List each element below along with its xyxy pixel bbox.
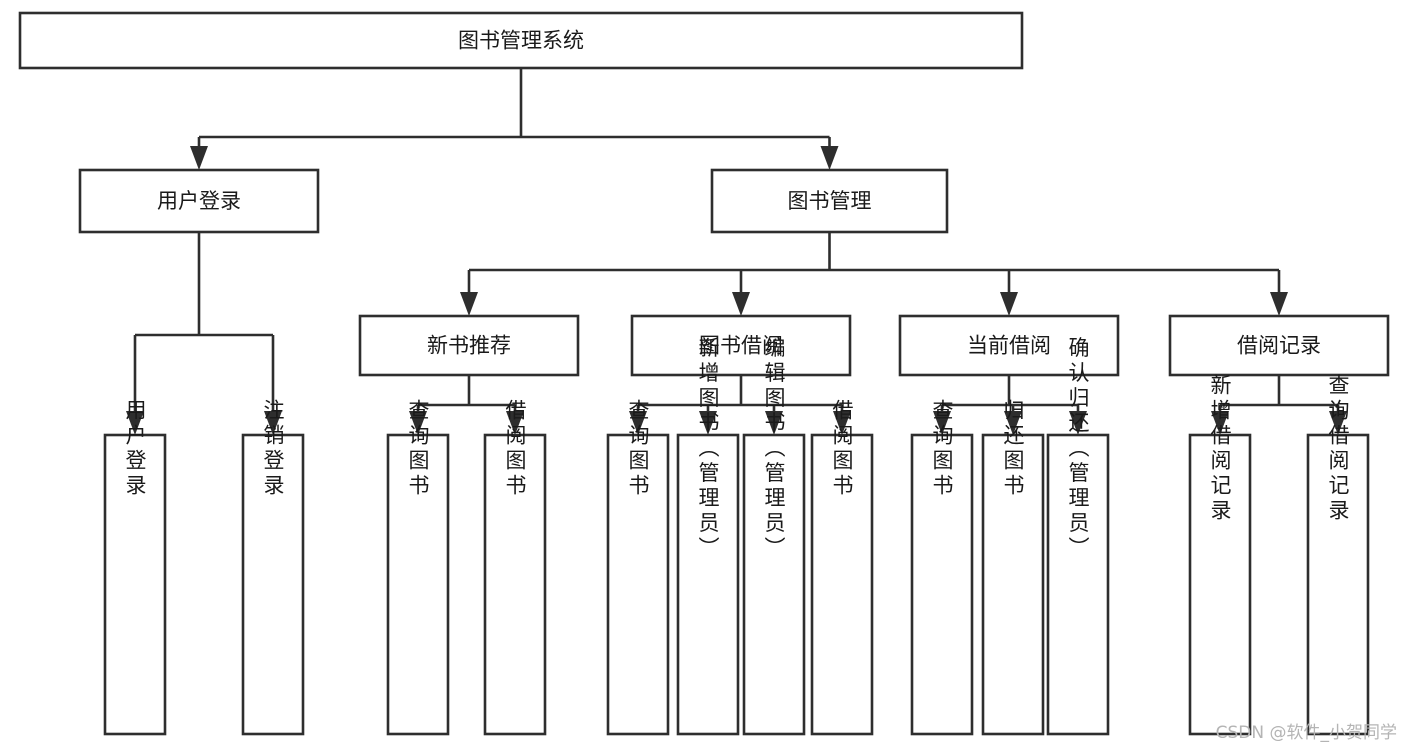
arrow-head-icon	[629, 411, 647, 435]
arrow-head-icon	[1270, 292, 1288, 316]
node-rect[interactable]	[1046, 433, 1110, 736]
arrow-head-icon	[765, 411, 783, 435]
leaf-2-查询图书[interactable]: 查询图书	[386, 399, 450, 736]
node-label: 图书管理	[788, 189, 872, 213]
node-rect[interactable]	[810, 433, 874, 736]
connector-layer	[126, 68, 1347, 435]
leaf-11-新增借阅记录[interactable]: 新增借阅记录	[1188, 374, 1252, 736]
node-rect[interactable]	[606, 433, 670, 736]
leaf-0-用户登录[interactable]: 用户登录	[103, 399, 167, 736]
arrow-head-icon	[833, 411, 851, 435]
node-label: 借阅图书	[503, 399, 527, 499]
node-l3-图书借阅[interactable]: 图书借阅	[630, 314, 852, 377]
node-label: 归还图书	[1001, 399, 1025, 499]
arrow-head-icon	[409, 411, 427, 435]
node-label: 图书管理系统	[458, 29, 584, 53]
node-label: 用户登录	[157, 189, 241, 213]
arrow-head-icon	[933, 411, 951, 435]
node-label: 借阅记录	[1237, 334, 1321, 358]
node-rect[interactable]	[981, 433, 1045, 736]
node-l3-新书推荐[interactable]: 新书推荐	[358, 314, 580, 377]
node-label: 查询图书	[626, 399, 650, 499]
arrow-head-icon	[699, 411, 717, 435]
node-rect[interactable]	[103, 433, 167, 736]
arrow-head-icon	[820, 146, 839, 170]
node-rect[interactable]	[676, 433, 740, 736]
leaf-3-借阅图书[interactable]: 借阅图书	[483, 399, 547, 736]
arrow-head-icon	[1069, 411, 1087, 435]
node-label: 当前借阅	[967, 334, 1051, 358]
leaf-12-查询借阅记录[interactable]: 查询借阅记录	[1306, 374, 1370, 736]
node-rect[interactable]	[241, 433, 305, 736]
leaf-7-借阅图书[interactable]: 借阅图书	[810, 399, 874, 736]
node-label: 注销登录	[261, 399, 285, 499]
node-rect[interactable]	[1306, 433, 1370, 736]
arrow-head-icon	[732, 292, 750, 316]
arrow-head-icon	[264, 411, 282, 435]
node-rect[interactable]	[1188, 433, 1252, 736]
arrow-head-icon	[506, 411, 524, 435]
node-l3-借阅记录[interactable]: 借阅记录	[1168, 314, 1390, 377]
arrow-head-icon	[1211, 411, 1229, 435]
arrow-head-icon	[1329, 411, 1347, 435]
node-label: 借阅图书	[830, 399, 854, 499]
node-l2-图书管理[interactable]: 图书管理	[710, 168, 949, 234]
leaf-8-查询图书[interactable]: 查询图书	[910, 399, 974, 736]
node-label: 查询图书	[406, 399, 430, 499]
node-rect[interactable]	[1168, 314, 1390, 377]
node-label: 新书推荐	[427, 334, 511, 358]
node-root-图书管理系统[interactable]: 图书管理系统	[18, 11, 1024, 70]
leaf-9-归还图书[interactable]: 归还图书	[981, 399, 1045, 736]
node-label: 查询图书	[930, 399, 954, 499]
node-rect[interactable]	[386, 433, 450, 736]
node-rect[interactable]	[742, 433, 806, 736]
node-rect[interactable]	[710, 168, 949, 234]
node-label: 新增图书（管理员）	[696, 337, 720, 562]
node-rect[interactable]	[630, 314, 852, 377]
node-layer: 图书管理系统用户登录图书管理新书推荐图书借阅当前借阅借阅记录用户登录注销登录查询…	[18, 11, 1390, 736]
arrow-head-icon	[1004, 411, 1022, 435]
node-rect[interactable]	[18, 11, 1024, 70]
node-rect[interactable]	[358, 314, 580, 377]
arrow-head-icon	[1000, 292, 1018, 316]
node-rect[interactable]	[898, 314, 1120, 377]
node-label: 编辑图书（管理员）	[762, 337, 786, 562]
leaf-4-查询图书[interactable]: 查询图书	[606, 399, 670, 736]
node-label: 查询借阅记录	[1326, 374, 1350, 524]
node-label: 用户登录	[123, 399, 147, 499]
arrow-head-icon	[460, 292, 478, 316]
leaf-10-确认归还（管理员）[interactable]: 确认归还（管理员）	[1046, 337, 1110, 736]
arrow-head-icon	[190, 146, 208, 170]
node-label: 新增借阅记录	[1208, 374, 1232, 524]
leaf-1-注销登录[interactable]: 注销登录	[241, 399, 305, 736]
node-l2-用户登录[interactable]: 用户登录	[78, 168, 320, 234]
node-l3-当前借阅[interactable]: 当前借阅	[898, 314, 1120, 377]
node-rect[interactable]	[483, 433, 547, 736]
node-label: 确认归还（管理员）	[1066, 337, 1090, 562]
node-rect[interactable]	[910, 433, 974, 736]
node-label: 图书借阅	[699, 334, 783, 358]
node-rect[interactable]	[78, 168, 320, 234]
leaf-5-新增图书（管理员）[interactable]: 新增图书（管理员）	[676, 337, 740, 736]
leaf-6-编辑图书（管理员）[interactable]: 编辑图书（管理员）	[742, 337, 806, 736]
arrow-head-icon	[126, 411, 144, 435]
